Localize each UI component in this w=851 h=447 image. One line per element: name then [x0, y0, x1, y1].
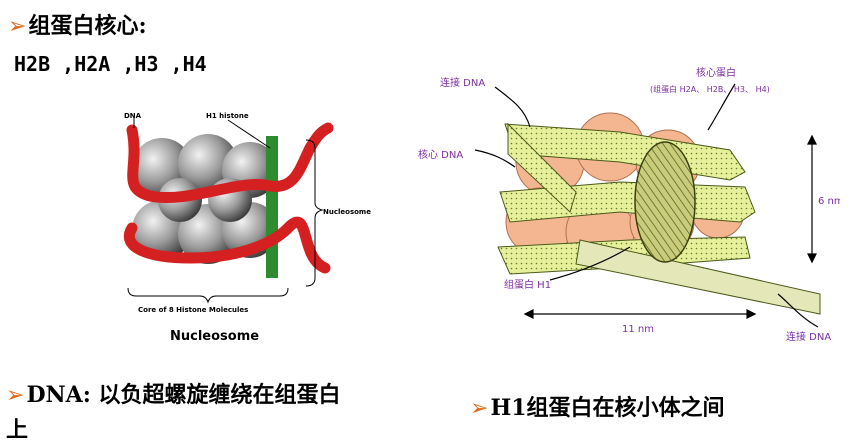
bullet-arrow-icon: ➢: [8, 14, 27, 39]
nucleosome-title: Nucleosome: [170, 329, 259, 344]
linker-dna-bottom: [575, 239, 821, 315]
dna-strand: [124, 122, 334, 274]
core-histone-heading: ➢组蛋白核心:: [8, 13, 147, 39]
linker-dna-top: [507, 122, 577, 213]
bullet-arrow-icon: ➢: [470, 396, 489, 421]
h1-histone-ellipse: [634, 141, 696, 263]
linker-dna-bottom-label: 连接 DNA: [786, 330, 831, 343]
h1-histone-label: H1 histone: [206, 112, 249, 120]
h1-label: 组蛋白 H1: [504, 278, 551, 291]
nucleosome-diagram-left: DNA H1 histone Nucleosome Core of 8 Hist…: [124, 112, 371, 344]
core-dna-label: 核心 DNA: [418, 148, 463, 161]
h1-histone-rod: [266, 136, 278, 278]
dna-caption: ➢DNA: 以负超螺旋缠绕在组蛋白上: [6, 382, 341, 443]
linker-dna-top-label: 连接 DNA: [440, 76, 485, 89]
width-label: 11 nm: [622, 324, 654, 335]
core-histone-list: H2B ,H2A ,H3 ,H4: [14, 52, 207, 76]
height-label: 6 nm: [818, 196, 840, 207]
core-histone-label: 核心蛋白: [696, 66, 736, 79]
nucleosome-bracket: [305, 139, 324, 287]
dna-label: DNA: [124, 112, 142, 120]
core-label: Core of 8 Histone Molecules: [138, 306, 248, 314]
nucleosome-diagram-right: 连接 DNA 核心蛋白 (组蛋白 H2A、 H2B、 H3、 H4) 核心 DN…: [418, 66, 840, 343]
h1-caption: ➢H1组蛋白在核小体之间: [470, 395, 725, 421]
label-pointers: [474, 83, 819, 328]
nucleosome-side-label: Nucleosome: [323, 208, 371, 216]
bullet-arrow-icon: ➢: [6, 383, 25, 408]
dimension-arrows: [523, 134, 817, 319]
core-histone-list-label: (组蛋白 H2A、 H2B、 H3、 H4): [650, 84, 770, 94]
core-bracket: [127, 287, 289, 304]
